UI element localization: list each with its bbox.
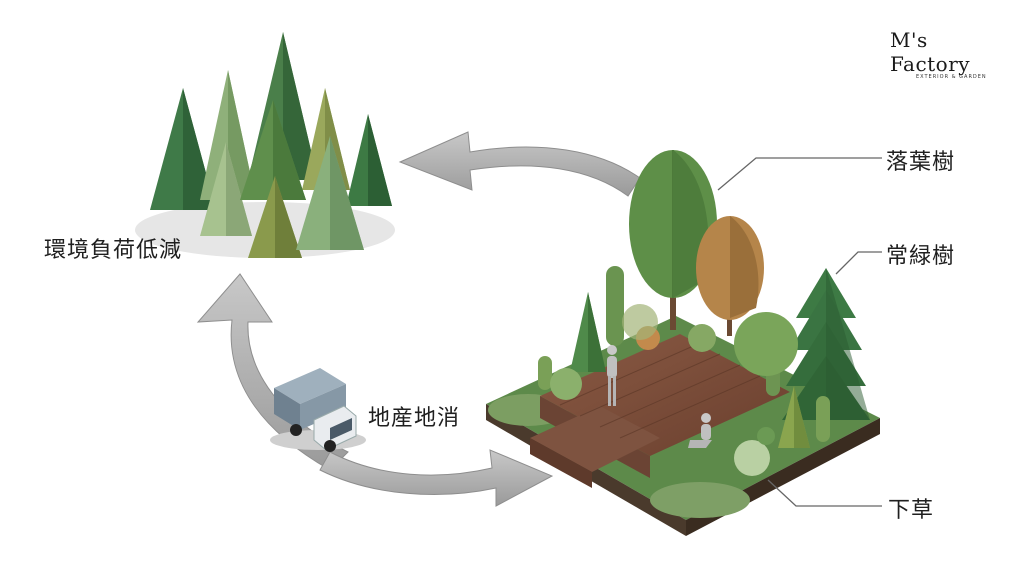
brand-logo: M's Factory EXTERIOR & GARDEN <box>890 28 1000 80</box>
arrow-top <box>398 131 641 197</box>
brand-name: M's Factory <box>890 28 971 76</box>
round-shrub <box>622 304 658 340</box>
person-sitting <box>688 413 712 448</box>
round-shrub <box>734 312 798 376</box>
person-standing <box>607 345 617 406</box>
conifer-tree <box>200 142 252 236</box>
columnar-shrub <box>538 356 552 390</box>
columnar-shrub <box>606 266 624 346</box>
forest-cluster <box>135 32 395 258</box>
evergreen-tree <box>782 268 870 420</box>
label-local-production: 地産地消 <box>368 406 461 431</box>
label-undergrowth: 下草 <box>888 498 935 523</box>
label-deciduous: 落葉樹 <box>886 150 956 175</box>
conifer-tree <box>240 100 306 200</box>
round-shrub <box>757 427 775 445</box>
label-env-load-reduction: 環境負荷低減 <box>44 238 183 263</box>
columnar-shrub <box>816 396 830 442</box>
leader-lines <box>717 157 882 507</box>
label-evergreen: 常緑樹 <box>886 244 956 269</box>
delivery-truck <box>270 368 366 452</box>
leader-undergrowth <box>767 479 882 507</box>
conifer-tree <box>296 136 364 250</box>
leader-evergreen <box>835 251 882 275</box>
garden-diorama <box>486 150 880 536</box>
autumn-tree <box>696 216 764 336</box>
leader-deciduous <box>717 157 882 191</box>
round-shrub <box>688 324 716 352</box>
conifer-tree <box>200 70 256 200</box>
conifer-tree <box>346 114 392 206</box>
arrow-bottom <box>319 449 554 507</box>
small-conifer <box>570 292 606 372</box>
brand-subtitle: EXTERIOR & GARDEN <box>916 74 987 80</box>
conifer-tree <box>248 176 302 258</box>
round-shrub <box>550 368 582 400</box>
round-shrub <box>734 440 770 476</box>
small-conifer <box>778 386 810 448</box>
